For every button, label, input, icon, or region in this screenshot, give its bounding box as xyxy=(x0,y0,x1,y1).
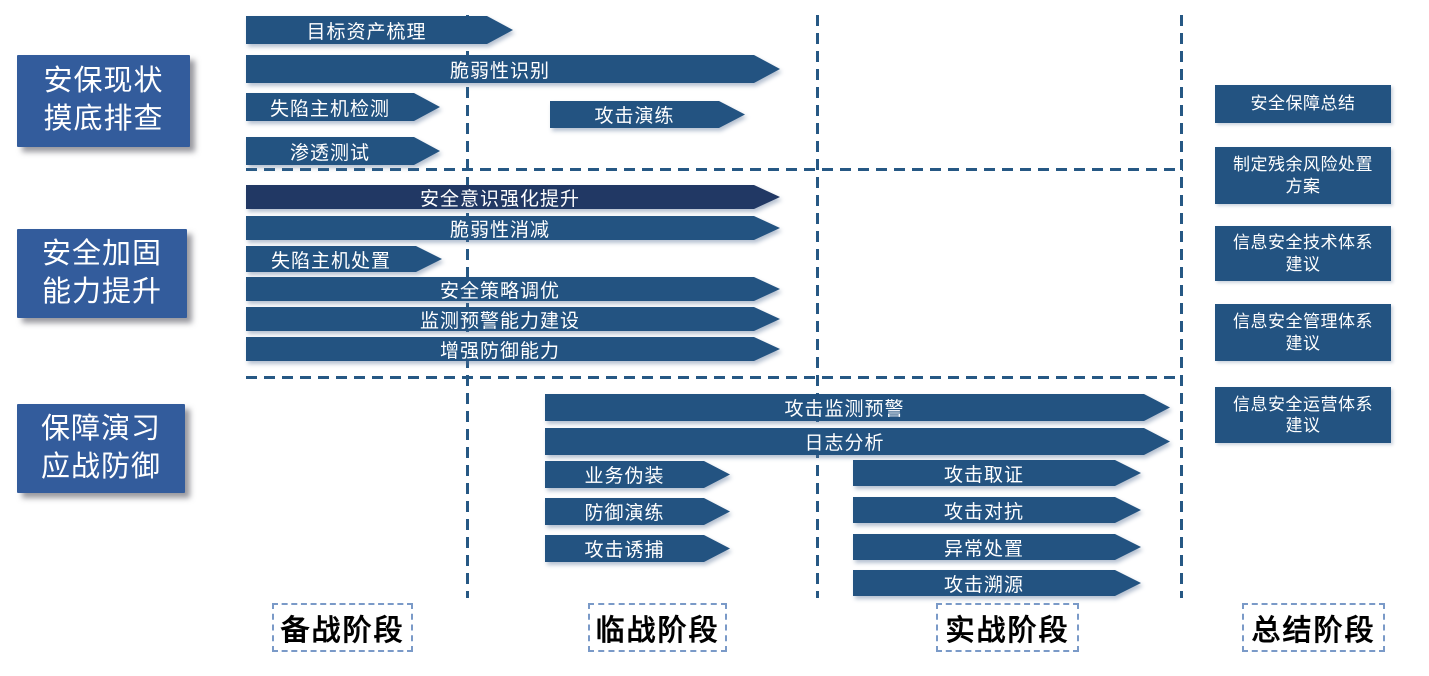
bar-attack-decoy: 攻击诱捕 xyxy=(545,535,730,562)
bar-label: 失陷主机检测 xyxy=(269,98,390,120)
bar-label: 安全策略调优 xyxy=(439,280,560,302)
phase-label-pre-battle: 临战阶段 xyxy=(588,603,727,652)
bar-attack-tracing: 攻击溯源 xyxy=(853,570,1141,596)
section-divider-horizontal-1 xyxy=(246,168,1183,171)
bar-defense-drill: 防御演练 xyxy=(545,498,730,525)
stage-box-drill-defense: 保障演习应战防御 xyxy=(17,404,185,493)
phase-label-text: 总结阶段 xyxy=(1251,614,1376,647)
phase-label-text: 临战阶段 xyxy=(595,614,720,647)
phase-divider-vertical-3 xyxy=(1180,15,1183,598)
bar-label: 目标资产梳理 xyxy=(306,21,427,43)
bar-label: 增强防御能力 xyxy=(439,340,560,362)
bar-label: 攻击取证 xyxy=(943,464,1024,486)
phase-divider-vertical-2 xyxy=(816,15,819,598)
phase-label-battle: 实战阶段 xyxy=(936,603,1079,652)
summary-box-label: 信息安全运营体系建议 xyxy=(1233,394,1373,435)
bar-defense-enhancement: 增强防御能力 xyxy=(246,337,780,361)
phase-label-text: 实战阶段 xyxy=(945,614,1070,647)
bar-vulnerability-identification: 脆弱性识别 xyxy=(246,55,780,83)
bar-security-awareness-improvement: 安全意识强化提升 xyxy=(246,185,780,209)
bar-label: 攻击对抗 xyxy=(943,501,1024,523)
stage-box-hardening-capability: 安全加固能力提升 xyxy=(17,229,187,318)
bar-log-analysis: 日志分析 xyxy=(545,428,1170,455)
bar-label: 脆弱性识别 xyxy=(449,60,550,82)
section-divider-horizontal-2 xyxy=(246,376,1183,379)
bar-security-policy-tuning: 安全策略调优 xyxy=(246,277,780,301)
summary-box-label: 安全保障总结 xyxy=(1250,94,1356,114)
phase-label-preparation: 备战阶段 xyxy=(272,603,413,652)
phase-divider-vertical-1 xyxy=(466,15,469,598)
bar-label: 攻击溯源 xyxy=(943,574,1024,596)
summary-box-tech-system-advice: 信息安全技术体系建议 xyxy=(1215,226,1391,281)
phase-label-summary: 总结阶段 xyxy=(1242,603,1385,652)
bar-label: 业务伪装 xyxy=(584,466,665,487)
bar-compromised-host-handling: 失陷主机处置 xyxy=(246,246,442,272)
stage-box-label: 安全加固能力提升 xyxy=(41,237,162,308)
bar-label: 失陷主机处置 xyxy=(270,250,391,272)
bar-label: 攻击监测预警 xyxy=(784,399,905,420)
summary-box-security-summary: 安全保障总结 xyxy=(1215,85,1391,123)
bar-label: 防御演练 xyxy=(584,503,665,524)
bar-vulnerability-mitigation: 脆弱性消减 xyxy=(246,216,780,240)
phase-label-text: 备战阶段 xyxy=(280,614,405,647)
summary-box-mgmt-system-advice: 信息安全管理体系建议 xyxy=(1215,304,1391,361)
bar-compromised-host-detection: 失陷主机检测 xyxy=(246,93,440,121)
summary-box-label: 信息安全技术体系建议 xyxy=(1233,233,1373,274)
bar-attack-drill: 攻击演练 xyxy=(550,101,745,128)
bar-label: 渗透测试 xyxy=(289,142,370,164)
bar-monitoring-alert-capability: 监测预警能力建设 xyxy=(246,307,780,331)
bar-attack-countermeasure: 攻击对抗 xyxy=(853,497,1141,523)
bar-penetration-test: 渗透测试 xyxy=(246,137,440,165)
bar-attack-monitoring-alert: 攻击监测预警 xyxy=(545,394,1170,421)
bar-label: 监测预警能力建设 xyxy=(419,310,580,332)
bar-label: 脆弱性消减 xyxy=(449,219,550,241)
summary-box-label: 信息安全管理体系建议 xyxy=(1233,312,1373,353)
bar-label: 攻击诱捕 xyxy=(584,540,665,561)
stage-box-label: 保障演习应战防御 xyxy=(40,412,161,483)
bar-attack-forensics: 攻击取证 xyxy=(853,460,1141,486)
bar-target-asset-review: 目标资产梳理 xyxy=(246,16,513,44)
stage-box-security-status-survey: 安保现状摸底排查 xyxy=(17,55,190,147)
bar-anomaly-handling: 异常处置 xyxy=(853,534,1141,560)
bar-label: 异常处置 xyxy=(943,538,1024,560)
bar-label: 日志分析 xyxy=(804,433,885,454)
bar-label: 攻击演练 xyxy=(594,106,675,127)
stage-box-label: 安保现状摸底排查 xyxy=(43,65,164,135)
bar-business-camouflage: 业务伪装 xyxy=(545,461,730,488)
summary-box-ops-system-advice: 信息安全运营体系建议 xyxy=(1215,387,1391,443)
bar-label: 安全意识强化提升 xyxy=(419,188,580,210)
summary-box-residual-risk-plan: 制定残余风险处置方案 xyxy=(1215,147,1391,204)
summary-box-label: 制定残余风险处置方案 xyxy=(1233,155,1373,196)
